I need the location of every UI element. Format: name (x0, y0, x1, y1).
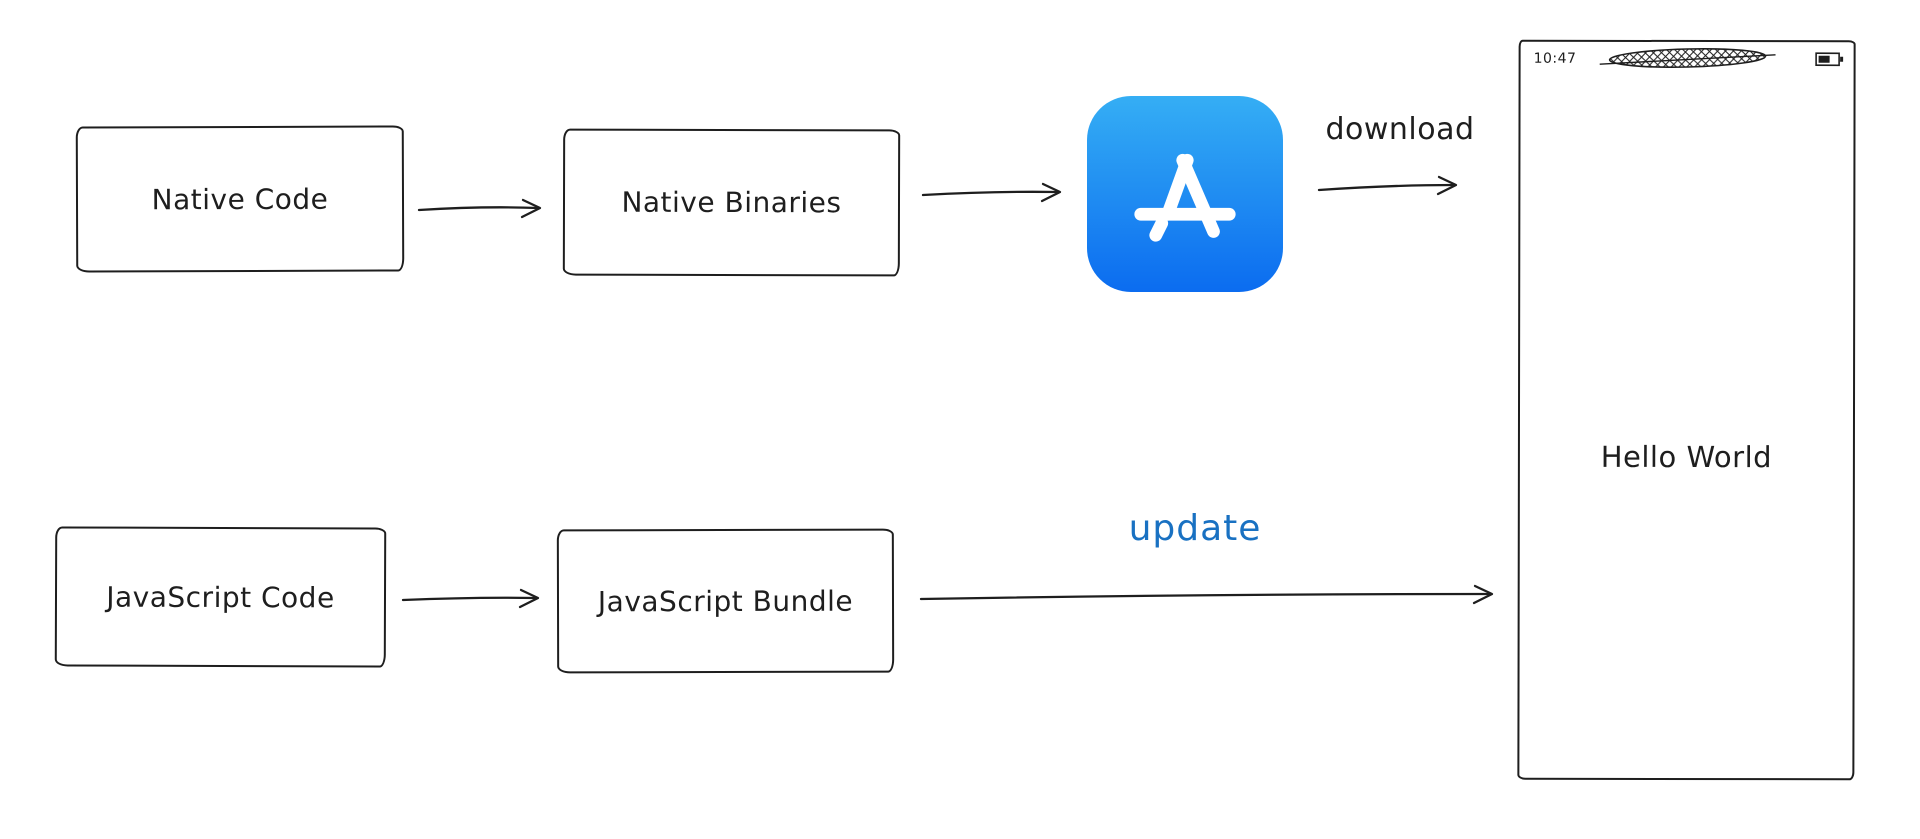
node-native-code: Native Code (75, 125, 405, 273)
arrow-native-code-to-native-binaries (417, 198, 542, 219)
node-native-binaries: Native Binaries (562, 128, 901, 277)
node-javascript-code: JavaScript Code (54, 526, 387, 668)
notch-scribble-icon (1599, 48, 1776, 68)
update-label: update (1128, 508, 1262, 549)
arrow-native-binaries-to-app-store (921, 182, 1062, 203)
arrow-javascript-bundle-to-phone (919, 584, 1494, 605)
phone-mockup: 10:47 Hello World (1517, 39, 1856, 781)
node-javascript-code-label: JavaScript Code (106, 580, 335, 614)
battery-icon (1815, 52, 1844, 67)
download-label: download (1325, 112, 1475, 147)
app-store-icon (1087, 96, 1283, 292)
node-native-binaries-label: Native Binaries (621, 185, 842, 220)
node-native-code-label: Native Code (151, 182, 329, 216)
node-javascript-bundle-label: JavaScript Bundle (597, 584, 854, 618)
app-store-glyph (1134, 153, 1236, 242)
arrow-app-store-to-phone (1317, 175, 1458, 196)
status-bar-time: 10:47 (1533, 50, 1577, 67)
node-javascript-bundle: JavaScript Bundle (556, 528, 895, 674)
phone-screen-text: Hello World (1600, 439, 1773, 475)
arrow-javascript-code-to-bundle (401, 588, 540, 609)
